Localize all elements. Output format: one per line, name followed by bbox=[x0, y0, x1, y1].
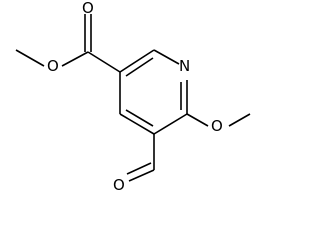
bond-ester-o-methyl bbox=[15, 49, 45, 67]
bond-ring-c5-c6 bbox=[153, 113, 188, 135]
bond-ring-c2-c3 bbox=[119, 49, 155, 73]
atom-label-n1: N bbox=[179, 57, 190, 75]
atom-label-o-ester-carbonyl: O bbox=[82, 0, 94, 17]
bond-aldehyde-carbonyl-second bbox=[126, 162, 152, 175]
bond-ring-n1-c2 bbox=[153, 49, 180, 65]
bond-ring-c4-c5 bbox=[119, 113, 155, 135]
bond-c6-methoxy-o bbox=[186, 113, 209, 127]
chemical-structure-diagram: N O O O O bbox=[15, 0, 251, 194]
atom-label-o-aldehyde: O bbox=[113, 176, 125, 194]
bond-c3-ester-carbon bbox=[87, 51, 121, 73]
atom-label-o-methoxy: O bbox=[211, 117, 223, 135]
bond-methoxy-o-methyl bbox=[228, 113, 251, 127]
bond-ester-carbon-o bbox=[61, 51, 89, 67]
bond-ring-c2-c3-inner bbox=[125, 57, 154, 77]
bond-aldehyde-carbonyl bbox=[128, 169, 155, 182]
atom-label-o-ester-link: O bbox=[47, 57, 59, 75]
bond-ring-c4-c5-inner bbox=[125, 109, 154, 127]
